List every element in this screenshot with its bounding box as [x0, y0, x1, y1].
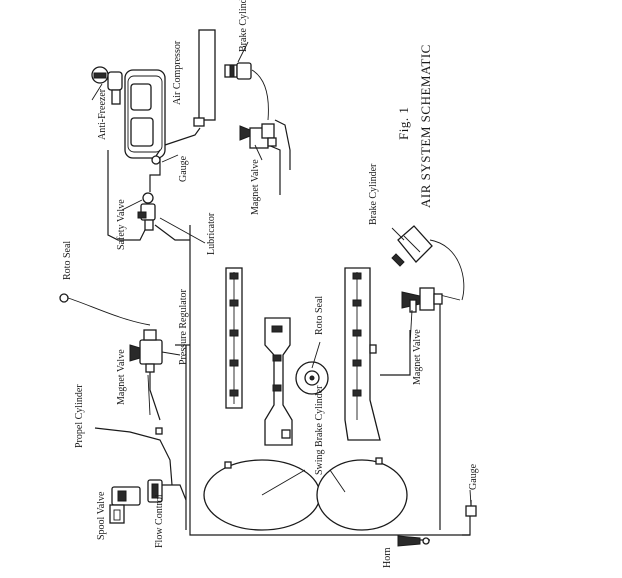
figure-title: AIR SYSTEM SCHEMATIC: [418, 44, 433, 208]
label-safety-valve: Safety Valve: [116, 199, 127, 250]
label-spool-valve: Spool Valve: [96, 491, 107, 540]
figure-caption: Fig. 1 AIR SYSTEM SCHEMATIC: [396, 44, 433, 208]
right-crawler-frame: [344, 267, 381, 441]
label-pressure-regulator: Pressure Regulator: [178, 289, 189, 365]
label-flow-control: Flow Control: [154, 494, 165, 548]
label-brake-cylinder-right: Brake Cylinder: [368, 163, 379, 225]
label-brake-cylinder-top: Brake Cylinder: [238, 0, 249, 52]
brake-cylinder-top: [224, 62, 252, 80]
left-crawler-frame: [225, 267, 243, 409]
gauge-top: [151, 149, 161, 165]
label-magnet-valve-right: Magnet Valve: [412, 329, 423, 385]
air-compressor: [124, 69, 166, 159]
label-air-compressor: Air Compressor: [172, 40, 183, 105]
label-roto-seal-center: Roto Seal: [314, 296, 325, 335]
flow-control: [147, 479, 163, 503]
label-magnet-valve-top: Magnet Valve: [250, 159, 261, 215]
magnet-valve-left: [129, 329, 163, 373]
label-anti-freezer: Anti-Freezer: [97, 88, 108, 140]
magnet-valve-right: [401, 287, 443, 313]
figure-number: Fig. 1: [396, 107, 411, 140]
lubricator: [137, 192, 156, 231]
label-propel-cylinder: Propel Cylinder: [74, 384, 85, 448]
label-horn: Horn: [382, 547, 393, 568]
gauge-column: [193, 29, 216, 127]
label-gauge-bottom: Gauge: [468, 463, 479, 490]
swing-frame: [264, 317, 293, 446]
label-swing-brake-cylinder: Swing Brake Cylinder: [314, 385, 325, 475]
leader-lines: [91, 41, 472, 506]
spool-valve: [109, 486, 141, 524]
magnet-valve-top: [239, 123, 277, 149]
label-roto-seal-left: Roto Seal: [62, 241, 73, 280]
roto-seal-center: [295, 361, 329, 395]
anti-freezer: [91, 66, 123, 105]
propel-cylinder-end: [155, 427, 163, 435]
label-lubricator: Lubricator: [206, 212, 217, 255]
air-tanks: [203, 457, 408, 531]
label-gauge-top: Gauge: [178, 155, 189, 182]
roto-seal-left: [59, 293, 69, 303]
brake-cylinder-right: [391, 225, 433, 267]
horn: [397, 535, 430, 547]
labels: Anti-Freezer Air Compressor Gauge Safety…: [62, 0, 479, 568]
label-magnet-valve-left: Magnet Valve: [116, 349, 127, 405]
